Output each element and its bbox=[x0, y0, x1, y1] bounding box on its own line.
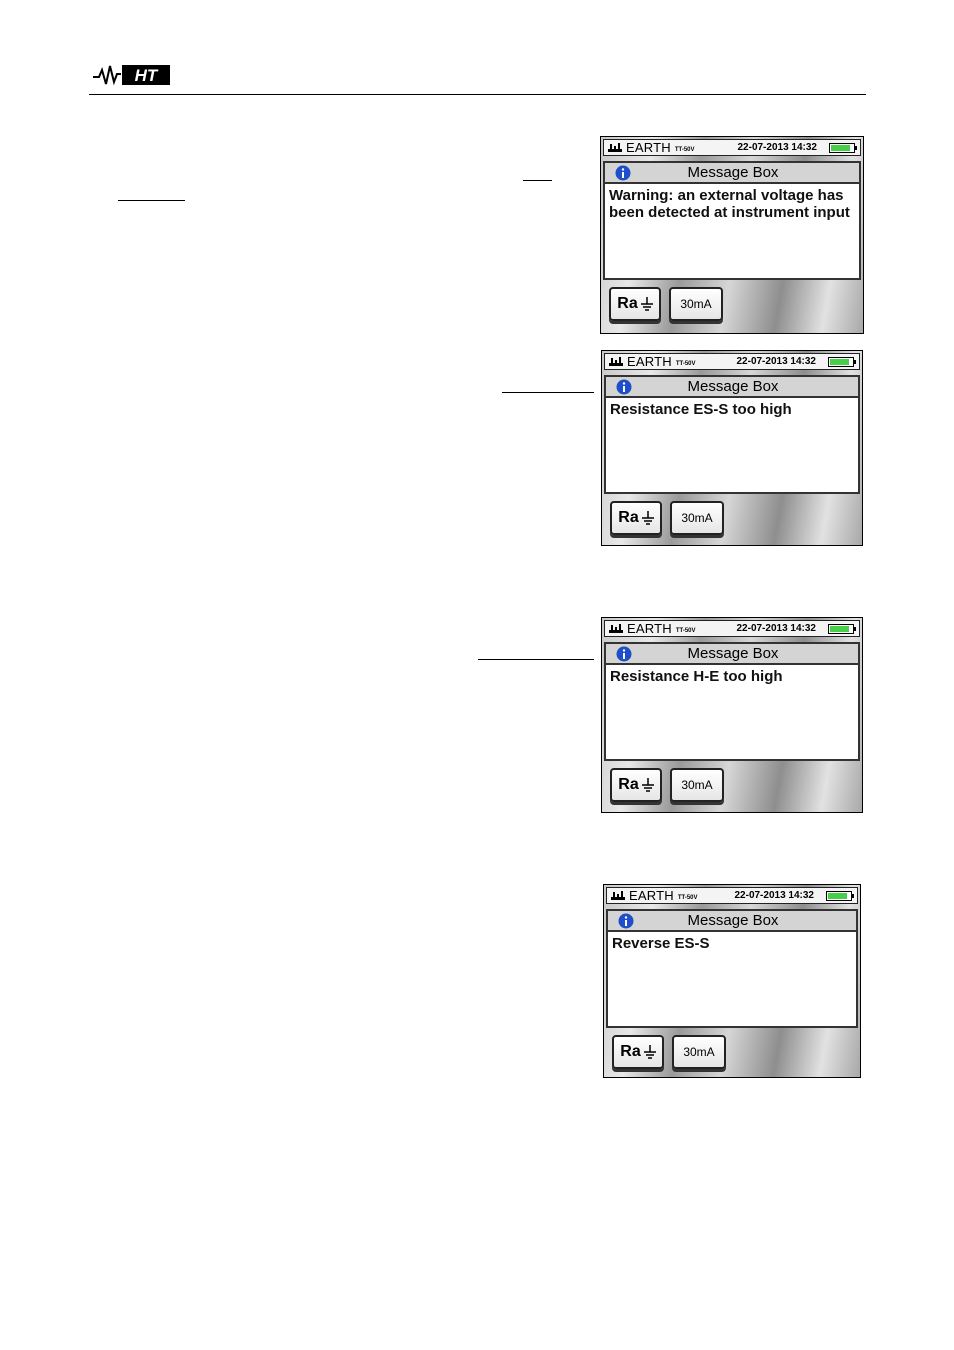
ht-logo: HT bbox=[93, 65, 170, 86]
mode-label: EARTH bbox=[629, 888, 674, 903]
underline-4 bbox=[478, 659, 594, 660]
battery-level bbox=[828, 892, 847, 899]
battery-icon bbox=[826, 890, 854, 901]
battery-icon bbox=[828, 623, 856, 634]
underline-2 bbox=[118, 200, 185, 201]
ground-icon bbox=[641, 778, 654, 792]
current-label: 30mA bbox=[680, 297, 712, 311]
instrument-screen-4: EARTH TT-50V 22-07-2013 14:32 Message Bo… bbox=[603, 884, 861, 1078]
battery-level bbox=[831, 144, 850, 151]
info-icon bbox=[618, 913, 634, 928]
sub-mode-label: TT-50V bbox=[675, 627, 696, 634]
status-bar: EARTH TT-50V 22-07-2013 14:32 bbox=[606, 887, 858, 904]
instrument-screen-2: EARTH TT-50V 22-07-2013 14:32 Message Bo… bbox=[601, 350, 863, 546]
message-box-body: Warning: an external voltage has been de… bbox=[603, 184, 861, 280]
underline-3 bbox=[502, 392, 594, 393]
message-box-body: Resistance ES-S too high bbox=[604, 398, 860, 494]
message-line: been detected at instrument input bbox=[609, 204, 850, 221]
current-30ma-softkey[interactable]: 30mA bbox=[670, 768, 724, 802]
header-rule bbox=[89, 94, 866, 95]
current-30ma-softkey[interactable]: 30mA bbox=[669, 287, 723, 321]
datetime: 22-07-2013 14:32 bbox=[736, 623, 816, 634]
ra-label: Ra bbox=[617, 295, 638, 312]
datetime: 22-07-2013 14:32 bbox=[737, 142, 817, 153]
datetime: 22-07-2013 14:32 bbox=[734, 890, 814, 901]
info-icon bbox=[616, 646, 632, 661]
instrument-screen-1: EARTH TT-50V 22-07-2013 14:32 Message Bo… bbox=[600, 136, 864, 334]
ground-icon bbox=[641, 511, 654, 525]
ra-label: Ra bbox=[618, 776, 639, 793]
mode-label: EARTH bbox=[627, 354, 672, 369]
sub-mode-label: TT-50V bbox=[677, 894, 698, 901]
ra-label: Ra bbox=[618, 509, 639, 526]
earth-function-icon bbox=[611, 891, 625, 900]
battery-level bbox=[830, 625, 849, 632]
sub-mode-label: TT-50V bbox=[674, 146, 695, 153]
current-label: 30mA bbox=[681, 511, 713, 525]
current-30ma-softkey[interactable]: 30mA bbox=[672, 1035, 726, 1069]
message-box-title: Message Box bbox=[687, 378, 779, 395]
message-box-body: Reverse ES-S bbox=[606, 932, 858, 1028]
earth-function-icon bbox=[609, 357, 623, 366]
current-30ma-softkey[interactable]: 30mA bbox=[670, 501, 724, 535]
battery-icon bbox=[828, 356, 856, 367]
underline-1 bbox=[523, 180, 552, 181]
status-bar: EARTH TT-50V 22-07-2013 14:32 bbox=[603, 139, 861, 156]
ra-label: Ra bbox=[620, 1043, 641, 1060]
ra-earth-softkey[interactable]: Ra bbox=[610, 501, 662, 535]
message-line: Reverse ES-S bbox=[612, 935, 710, 952]
datetime: 22-07-2013 14:32 bbox=[736, 356, 816, 367]
message-box-title: Message Box bbox=[687, 645, 779, 662]
earth-function-icon bbox=[608, 143, 622, 152]
ra-earth-softkey[interactable]: Ra bbox=[612, 1035, 664, 1069]
mode-label: EARTH bbox=[627, 621, 672, 636]
current-label: 30mA bbox=[683, 1045, 715, 1059]
message-box-title-bar: Message Box bbox=[604, 375, 860, 398]
logo-text: HT bbox=[135, 66, 159, 85]
message-box-title-bar: Message Box bbox=[606, 909, 858, 932]
ra-earth-softkey[interactable]: Ra bbox=[609, 287, 661, 321]
earth-function-icon bbox=[609, 624, 623, 633]
ra-earth-softkey[interactable]: Ra bbox=[610, 768, 662, 802]
battery-level bbox=[830, 358, 849, 365]
message-box-title: Message Box bbox=[687, 164, 779, 181]
status-bar: EARTH TT-50V 22-07-2013 14:32 bbox=[604, 353, 860, 370]
status-bar: EARTH TT-50V 22-07-2013 14:32 bbox=[604, 620, 860, 637]
instrument-screen-3: EARTH TT-50V 22-07-2013 14:32 Message Bo… bbox=[601, 617, 863, 813]
message-line: Warning: an external voltage has bbox=[609, 187, 844, 204]
sub-mode-label: TT-50V bbox=[675, 360, 696, 367]
message-box-title-bar: Message Box bbox=[604, 642, 860, 665]
message-box-title-bar: Message Box bbox=[603, 161, 861, 184]
message-box-title: Message Box bbox=[687, 912, 779, 929]
message-line: Resistance ES-S too high bbox=[610, 401, 792, 418]
message-box-body: Resistance H-E too high bbox=[604, 665, 860, 761]
mode-label: EARTH bbox=[626, 140, 671, 155]
info-icon bbox=[616, 379, 632, 394]
battery-icon bbox=[829, 142, 857, 153]
ground-icon bbox=[643, 1045, 656, 1059]
message-line: Resistance H-E too high bbox=[610, 668, 783, 685]
ground-icon bbox=[640, 297, 653, 311]
info-icon bbox=[615, 165, 631, 180]
current-label: 30mA bbox=[681, 778, 713, 792]
